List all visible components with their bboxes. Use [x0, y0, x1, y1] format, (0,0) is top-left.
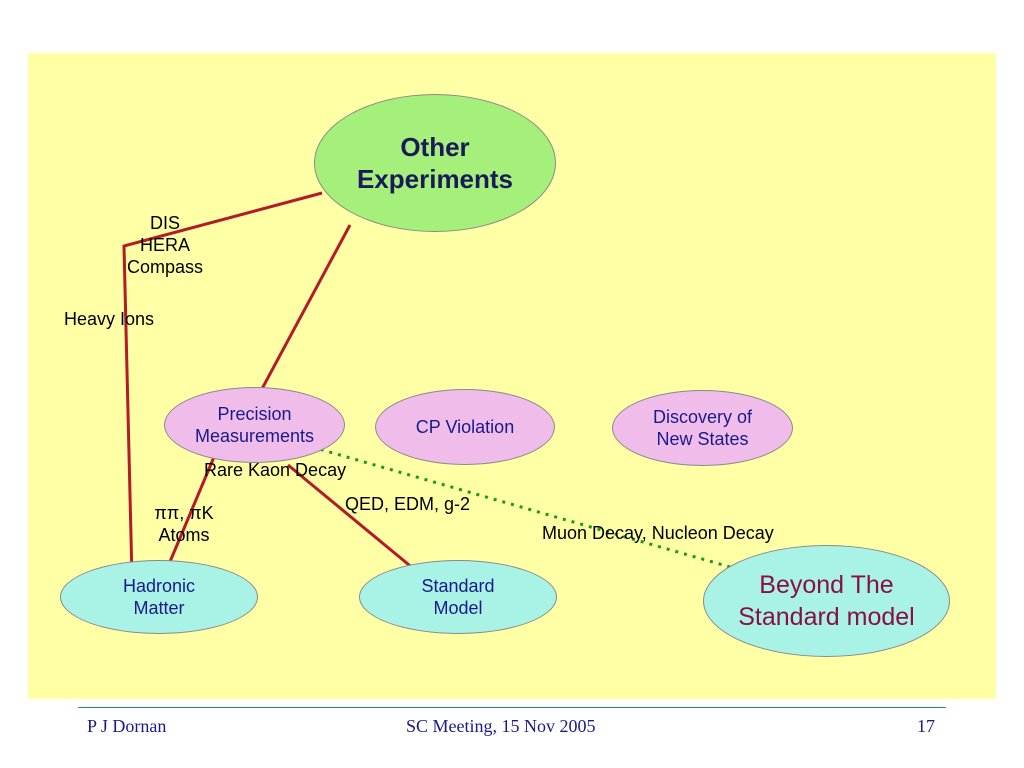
- footer-page-number: 17: [917, 716, 935, 736]
- node-precision-measurements: Precision Measurements: [164, 387, 345, 463]
- edge-label-rare-kaon-decay: Rare Kaon Decay: [204, 460, 347, 480]
- arrow-precision-to-beyond: [311, 445, 746, 575]
- node-precision-label: Precision Measurements: [194, 404, 315, 446]
- node-cp-violation: CP Violation: [375, 389, 555, 465]
- arrow-precision-to-hadronic: [162, 456, 216, 578]
- footer-meeting: SC Meeting, 15 Nov 2005: [406, 716, 596, 736]
- edge-label-dis-hera-compass: DIS HERA Compass: [126, 213, 204, 277]
- arrow-other-to-hadronic: [122, 191, 323, 580]
- edge-label-qed-edm: QED, EDM, g-2: [345, 494, 471, 514]
- node-other-experiments-label: Other Experiments: [356, 132, 514, 194]
- edge-label-pipi-atoms: ππ, πK Atoms: [154, 503, 214, 545]
- edge-label-muon-nucleon: Muon Decay, Nucleon Decay: [542, 523, 774, 543]
- footer-divider: [78, 707, 946, 708]
- node-discovery-label: Discovery of New States: [652, 407, 753, 449]
- node-hadronic-label: Hadronic Matter: [122, 576, 196, 618]
- node-discovery: Discovery of New States: [612, 390, 793, 466]
- node-hadronic-matter: Hadronic Matter: [60, 560, 258, 634]
- node-beyond-label: Beyond The Standard model: [738, 571, 915, 631]
- node-standard-model: Standard Model: [359, 560, 557, 634]
- edge-label-heavy-ions: Heavy Ions: [64, 309, 155, 329]
- node-standard-label: Standard Model: [421, 576, 495, 618]
- arrow-precision-to-standard: [287, 463, 422, 576]
- node-cp-label: CP Violation: [415, 417, 515, 437]
- arrow-other-to-precision: [254, 224, 352, 402]
- footer-author: P J Dornan: [87, 716, 167, 736]
- node-other-experiments: Other Experiments: [314, 94, 556, 232]
- node-beyond-standard-model: Beyond The Standard model: [703, 545, 950, 657]
